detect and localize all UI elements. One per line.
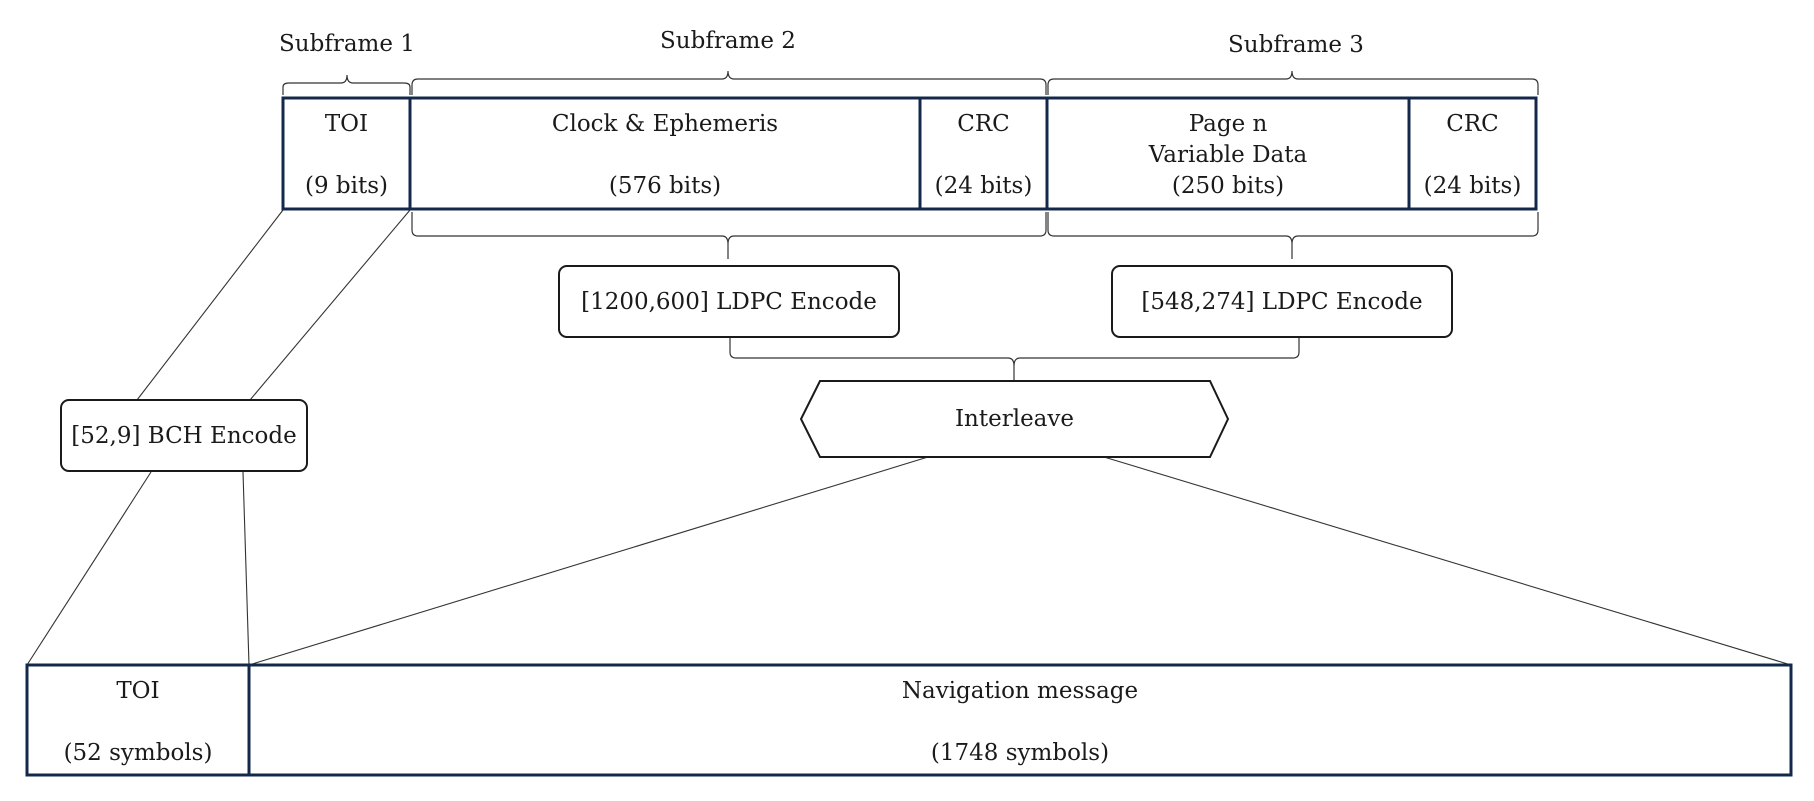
- bch-encoder-box: [52,9] BCH Encode: [60, 399, 308, 472]
- crc2-field-name: CRC: [1446, 111, 1499, 137]
- interleave-hexagon: [799, 380, 1230, 458]
- bottom-toi-size: (52 symbols): [63, 740, 213, 766]
- toi-to-bch-right-line: [249, 209, 411, 401]
- subframe1-brace: [282, 74, 411, 95]
- crc1-field-bits: (24 bits): [934, 173, 1033, 199]
- ldpc2-encoder-box: [548,274] LDPC Encode: [1111, 265, 1453, 338]
- subframe3-lower-brace: [1047, 212, 1539, 259]
- bottom-toi-name: TOI: [116, 678, 160, 704]
- crc2-field-bits: (24 bits): [1423, 173, 1522, 199]
- nav-message-size: (1748 symbols): [930, 740, 1110, 766]
- toi-to-bch-left-line: [136, 209, 284, 401]
- subframe3-brace: [1047, 70, 1539, 95]
- toi-field-name: TOI: [324, 111, 369, 137]
- interleave-label: Interleave: [954, 406, 1075, 432]
- bch-to-toi-left-line: [26, 471, 152, 666]
- ldpc2-encoder-label: [548,274] LDPC Encode: [1141, 288, 1423, 315]
- subframe2-brace: [411, 70, 1047, 95]
- page-field-bits: (250 bits): [1171, 173, 1285, 199]
- ldpc-join-brace: [729, 338, 1300, 380]
- nav-message-box: [247, 663, 1793, 777]
- clock-field-name: Clock & Ephemeris: [551, 111, 779, 137]
- ldpc1-encoder-label: [1200,600] LDPC Encode: [581, 288, 877, 315]
- ldpc1-encoder-box: [1200,600] LDPC Encode: [558, 265, 900, 338]
- toi-field-bits: (9 bits): [304, 173, 388, 199]
- nav-message-name: Navigation message: [901, 678, 1139, 704]
- subframe1-label: Subframe 1: [279, 31, 415, 57]
- subframe2-label: Subframe 2: [660, 28, 796, 54]
- bch-encoder-label: [52,9] BCH Encode: [71, 422, 297, 449]
- subframe2-lower-brace: [411, 212, 1047, 259]
- crc1-field-name: CRC: [957, 111, 1010, 137]
- interleave-to-nav-right-line: [1103, 456, 1792, 666]
- page-field-name: Page n: [1188, 111, 1268, 137]
- crc2-field-box: [1407, 96, 1538, 211]
- bch-to-toi-right-line: [242, 471, 250, 666]
- clock-field-bits: (576 bits): [608, 173, 722, 199]
- page-field-name2: Variable Data: [1148, 142, 1308, 168]
- interleave-to-nav-left-line: [248, 456, 929, 666]
- subframe3-label: Subframe 3: [1228, 32, 1364, 58]
